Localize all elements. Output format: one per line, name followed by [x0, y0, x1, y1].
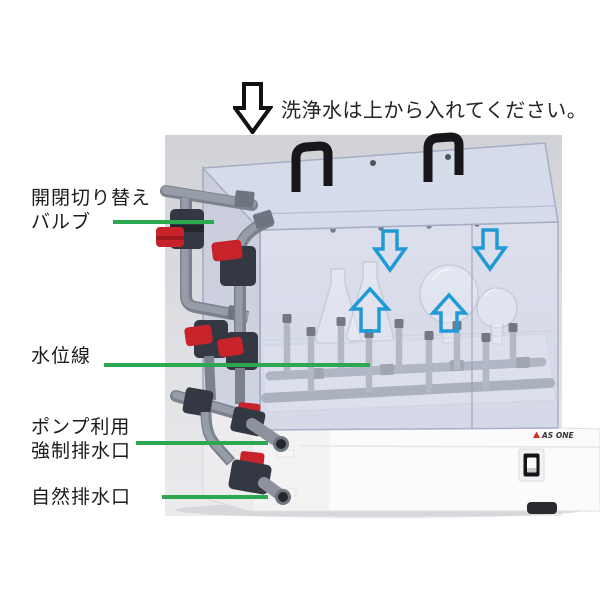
callout-water-level: 水位線: [31, 344, 91, 368]
tank-interior: [260, 222, 558, 430]
callout-valve-line2: バルブ: [31, 211, 92, 233]
callout-valve: 開閉切り替え バルブ: [31, 186, 151, 234]
valve: [217, 332, 258, 370]
callout-line-valve: [113, 220, 214, 224]
flow-up-arrow-icon: [348, 286, 392, 333]
pump-drain-outlet: [246, 418, 289, 452]
callout-pump-drain: ポンプ利用 強制排水口: [31, 415, 131, 463]
brand-logo: AS ONE: [533, 431, 574, 440]
brand-logo-text: AS ONE: [541, 431, 574, 440]
callout-water-level-line1: 水位線: [31, 345, 92, 367]
callout-line-natural-drain: [162, 495, 268, 499]
callout-line-pump-drain: [136, 441, 268, 445]
switching-valve: [156, 209, 204, 249]
lid-handles: [291, 132, 464, 192]
callout-line-water-level: [104, 363, 370, 367]
flow-arrows: [348, 228, 509, 333]
flow-down-arrow-icon: [471, 228, 509, 273]
natural-drain-outlet: [258, 477, 291, 505]
callout-pump-drain-line1: ポンプ利用: [31, 416, 131, 438]
top-instruction: 洗浄水は上から入れてください。: [281, 98, 588, 122]
callout-pump-drain-line2: 強制排水口: [31, 440, 132, 462]
callout-valve-line1: 開閉切り替え: [31, 187, 152, 209]
callout-natural-drain-line1: 自然排水口: [31, 486, 132, 508]
acrylic-tank: [201, 132, 559, 432]
external-piping: [156, 185, 291, 505]
device-foot: [527, 502, 557, 514]
power-switch: [518, 448, 545, 482]
drain-tray-manifold: [261, 333, 557, 413]
callout-natural-drain: 自然排水口: [31, 485, 131, 509]
flow-up-arrow-icon: [429, 292, 469, 333]
valve: [211, 239, 256, 286]
flow-down-arrow-icon: [371, 229, 409, 274]
water-inlet-arrow-icon: [233, 82, 273, 134]
